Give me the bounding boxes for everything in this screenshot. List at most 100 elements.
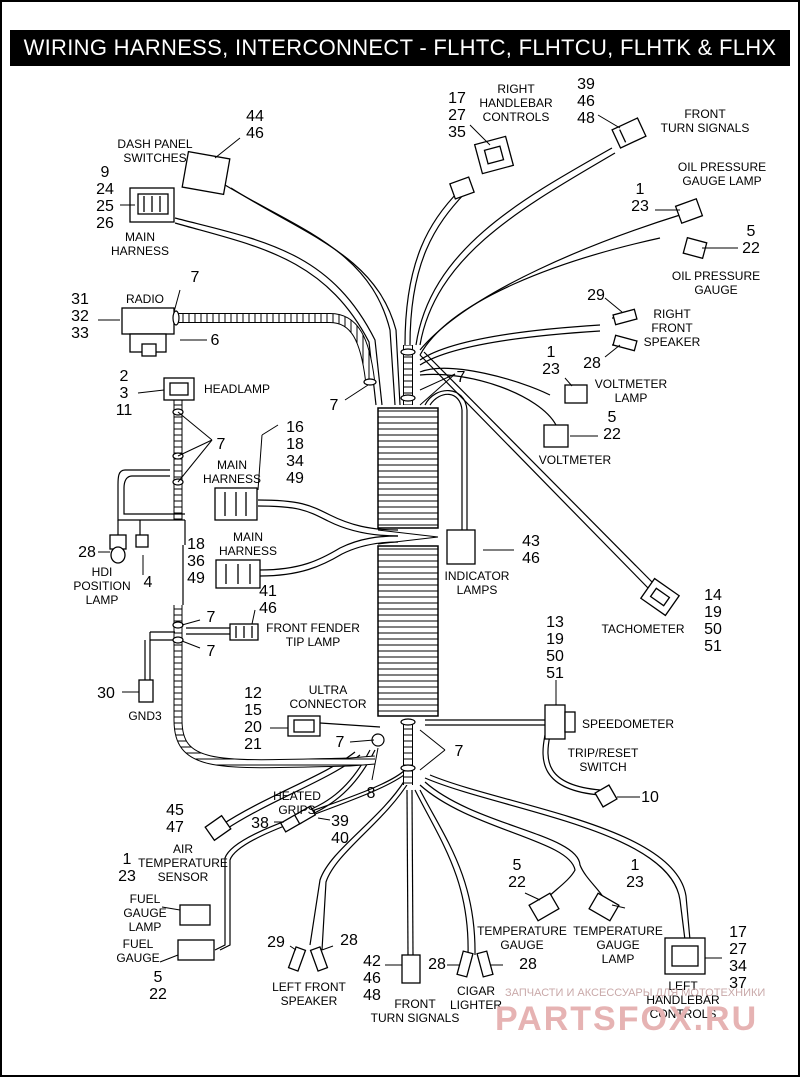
callout-rfs-num-a: 29 (587, 287, 605, 304)
indicator-lamps-connector (446, 529, 476, 565)
callout-ultra-nums-0: 12 (244, 685, 262, 702)
main-harness-top-connector (129, 187, 175, 223)
callout-heated-nums-b-1: 40 (331, 830, 349, 847)
callout-fts-nums-0: 42 (363, 953, 381, 970)
callout-left-hb-label-2: CONTROLS (650, 1007, 717, 1021)
fuel-gauge-lamp-connector (179, 904, 211, 926)
callout-speedo-label: SPEEDOMETER (582, 717, 674, 731)
callout-main-top-nums-0: 9 (101, 164, 110, 181)
temperature-gauge-lamp-connector (588, 892, 620, 922)
callout-right-hb-label-1: HANDLEBAR (479, 96, 553, 110)
hdi-position-lamp-connector (109, 534, 149, 564)
callout-dash-nums-1: 46 (246, 125, 264, 142)
callout-radio-nums-2: 33 (71, 325, 89, 342)
callout-lfs-num-a: 29 (267, 934, 285, 951)
tachometer-connector (639, 577, 681, 617)
callout-dash-label-1: SWITCHES (123, 151, 186, 165)
callout-lfs-num-b: 28 (340, 932, 358, 949)
callout-volt-nums-1: 22 (603, 426, 621, 443)
callout-left-hb-label-1: HANDLEBAR (646, 993, 720, 1007)
callout-heated-label-0: HEATED (273, 789, 321, 803)
callout-fender-7a: 7 (207, 609, 216, 626)
ultra-connector (287, 715, 321, 737)
callout-seven-top: 7 (457, 369, 466, 386)
speedometer-connector (544, 704, 576, 740)
callout-main-mid1-label-0: MAIN (217, 458, 247, 472)
callout-main-mid1-nums-1: 18 (286, 436, 304, 453)
callout-radio-label: RADIO (126, 292, 164, 306)
callout-oil-lamp-label-1: GAUGE LAMP (682, 174, 761, 188)
callout-fuel-lamp-nums-0: 1 (123, 851, 132, 868)
callout-main-top-label-1: HARNESS (111, 244, 169, 258)
callout-temp-lamp-label-0: TEMPERATURE (573, 924, 663, 938)
callout-fuel-lamp-nums-1: 23 (118, 868, 136, 885)
callout-ultra-7: 7 (336, 734, 345, 751)
callout-ind-nums-1: 46 (522, 550, 540, 567)
right-front-speaker-terminal-b (612, 334, 638, 352)
callout-fender-7b: 7 (207, 643, 216, 660)
callout-fuel-lamp-label-0: FUEL (130, 892, 161, 906)
cigar-lighter-terminal-a (456, 950, 474, 978)
callout-air-label-2: SENSOR (158, 870, 209, 884)
callout-right-hb-nums-0: 17 (448, 90, 466, 107)
callout-hdi-label-2: LAMP (86, 593, 119, 607)
callout-cigar-label-1: LIGHTER (450, 998, 502, 1012)
callout-front-ts-nums-2: 48 (577, 110, 595, 127)
cable-ties (172, 310, 416, 772)
callout-speedo-nums-1: 19 (546, 631, 564, 648)
callout-fender-nums-0: 41 (259, 583, 277, 600)
callout-main-mid2-nums-2: 49 (187, 570, 205, 587)
callout-volt-lamp-label-1: LAMP (615, 391, 648, 405)
radio-connector (121, 307, 175, 357)
callout-rfs-label-0: RIGHT (653, 307, 691, 321)
voltmeter-connector (543, 424, 569, 448)
callout-fender-label-0: FRONT FENDER (266, 621, 360, 635)
callout-lfs-label-0: LEFT FRONT (272, 980, 346, 994)
callout-fuel-gauge-label-0: FUEL (123, 937, 154, 951)
leader-lines (98, 114, 738, 966)
callout-ultra-8: 8 (367, 785, 376, 802)
callout-headlamp-nums-1: 3 (120, 385, 129, 402)
callout-oil-gauge-nums-1: 22 (742, 240, 760, 257)
main-harness-mid1-connector (214, 487, 258, 521)
callout-left-hb-nums-3: 37 (729, 975, 747, 992)
left-front-speaker-terminal-a (287, 946, 307, 972)
callout-cigar-num-a: 28 (428, 956, 446, 973)
callout-air-label-0: AIR (173, 842, 193, 856)
callout-trip-label-0: TRIP/RESET (568, 746, 639, 760)
callout-lower-7: 7 (455, 743, 464, 760)
callout-speedo-nums-2: 50 (546, 648, 564, 665)
callout-heated-num-a: 38 (251, 815, 269, 832)
callout-heated-label-1: GRIPS (278, 803, 315, 817)
callout-volt-lamp-label-0: VOLTMETER (595, 377, 668, 391)
callout-ultra-nums-3: 21 (244, 736, 262, 753)
callout-main-mid1-nums-3: 49 (286, 470, 304, 487)
front-turn-signals-bottom-connector (401, 954, 421, 984)
callout-headlamp-nums-2: 11 (116, 402, 133, 419)
callout-tach-nums-2: 50 (704, 621, 722, 638)
callout-radio-7: 7 (191, 269, 200, 286)
callout-headlamp-label: HEADLAMP (204, 382, 270, 396)
callout-ind-nums-0: 43 (522, 533, 540, 550)
callout-tach-nums-0: 14 (704, 587, 722, 604)
left-handlebar-connector (664, 937, 706, 975)
callout-ultra-nums-2: 20 (244, 719, 262, 736)
callout-front-ts-label-1: TURN SIGNALS (661, 121, 750, 135)
callout-front-ts-nums-0: 39 (577, 76, 595, 93)
diagram-title: WIRING HARNESS, INTERCONNECT - FLHTC, FL… (10, 30, 790, 66)
callout-air-label-1: TEMPERATURE (138, 856, 228, 870)
callout-volt-nums-0: 5 (608, 409, 617, 426)
callout-fuel-gauge-nums-1: 22 (149, 986, 167, 1003)
callout-dash-nums-0: 44 (246, 108, 264, 125)
callout-right-hb-label-0: RIGHT (497, 82, 535, 96)
callout-speedo-nums-3: 51 (546, 665, 564, 682)
callout-main-top-nums-3: 26 (96, 215, 114, 232)
callout-radio-nums-1: 32 (71, 308, 89, 325)
callout-main-mid2-nums-1: 36 (187, 553, 205, 570)
callout-fuel-lamp-label-1: GAUGE (123, 906, 166, 920)
callout-tach-nums-3: 51 (704, 638, 722, 655)
hdi-loop (117, 469, 230, 680)
callout-fuel-gauge-label-1: GAUGE (116, 951, 159, 965)
